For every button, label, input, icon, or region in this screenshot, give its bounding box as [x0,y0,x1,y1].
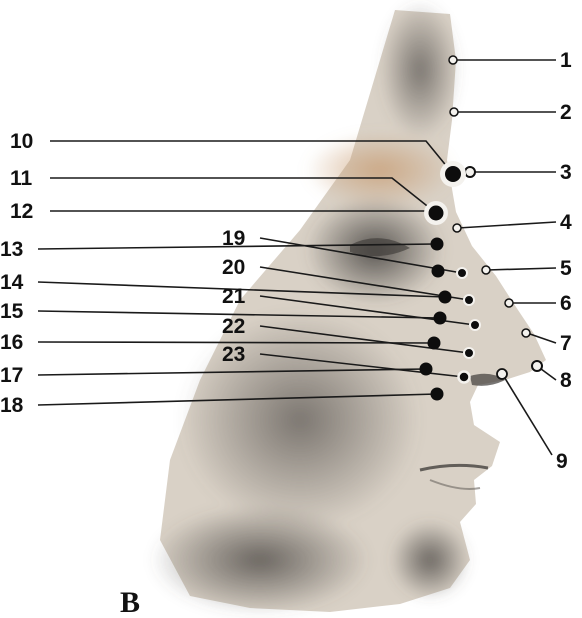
label-5: 5 [560,257,572,280]
label-1: 1 [560,49,572,72]
label-7: 7 [560,332,572,355]
point-4 [453,224,461,232]
label-17: 17 [0,364,23,387]
point-2 [450,108,458,116]
panel-label: B [120,586,140,618]
point-22 [464,348,474,358]
leader-line-4 [458,222,556,228]
point-7 [522,329,530,337]
leader-line-9 [503,375,552,455]
point-18 [431,388,444,401]
point-23 [459,372,470,383]
label-22: 22 [222,315,245,338]
point-20 [464,295,474,305]
chin-shadow [390,520,470,600]
label-8: 8 [560,369,572,392]
label-10: 10 [10,130,33,153]
point-21 [470,320,480,330]
point-13 [431,238,444,251]
label-21: 21 [222,285,246,308]
label-6: 6 [560,292,572,315]
label-16: 16 [0,331,23,354]
label-3: 3 [560,161,572,184]
label-9: 9 [556,450,568,473]
jaw-shadow [150,505,370,615]
point-1 [449,56,457,64]
forehead-shadow [380,0,460,140]
point-9 [497,369,507,379]
label-4: 4 [560,211,572,234]
point-5 [482,266,490,274]
label-15: 15 [0,300,24,323]
label-23: 23 [222,343,245,366]
point-16 [428,337,441,350]
point-20-dark [432,265,445,278]
point-10 [445,166,461,182]
point-3 [465,167,475,177]
point-17 [420,363,433,376]
label-13: 13 [0,238,23,261]
point-8 [532,361,542,371]
label-11: 11 [10,167,33,190]
point-14 [439,291,452,304]
label-14: 14 [0,271,24,294]
point-11 [429,206,444,221]
label-18: 18 [0,394,24,417]
leader-line-5 [487,268,556,270]
point-6 [505,299,513,307]
point-19 [457,268,467,278]
label-12: 12 [10,200,33,223]
label-19: 19 [222,227,245,250]
label-20: 20 [222,256,245,279]
label-2: 2 [560,101,572,124]
point-15 [434,312,447,325]
